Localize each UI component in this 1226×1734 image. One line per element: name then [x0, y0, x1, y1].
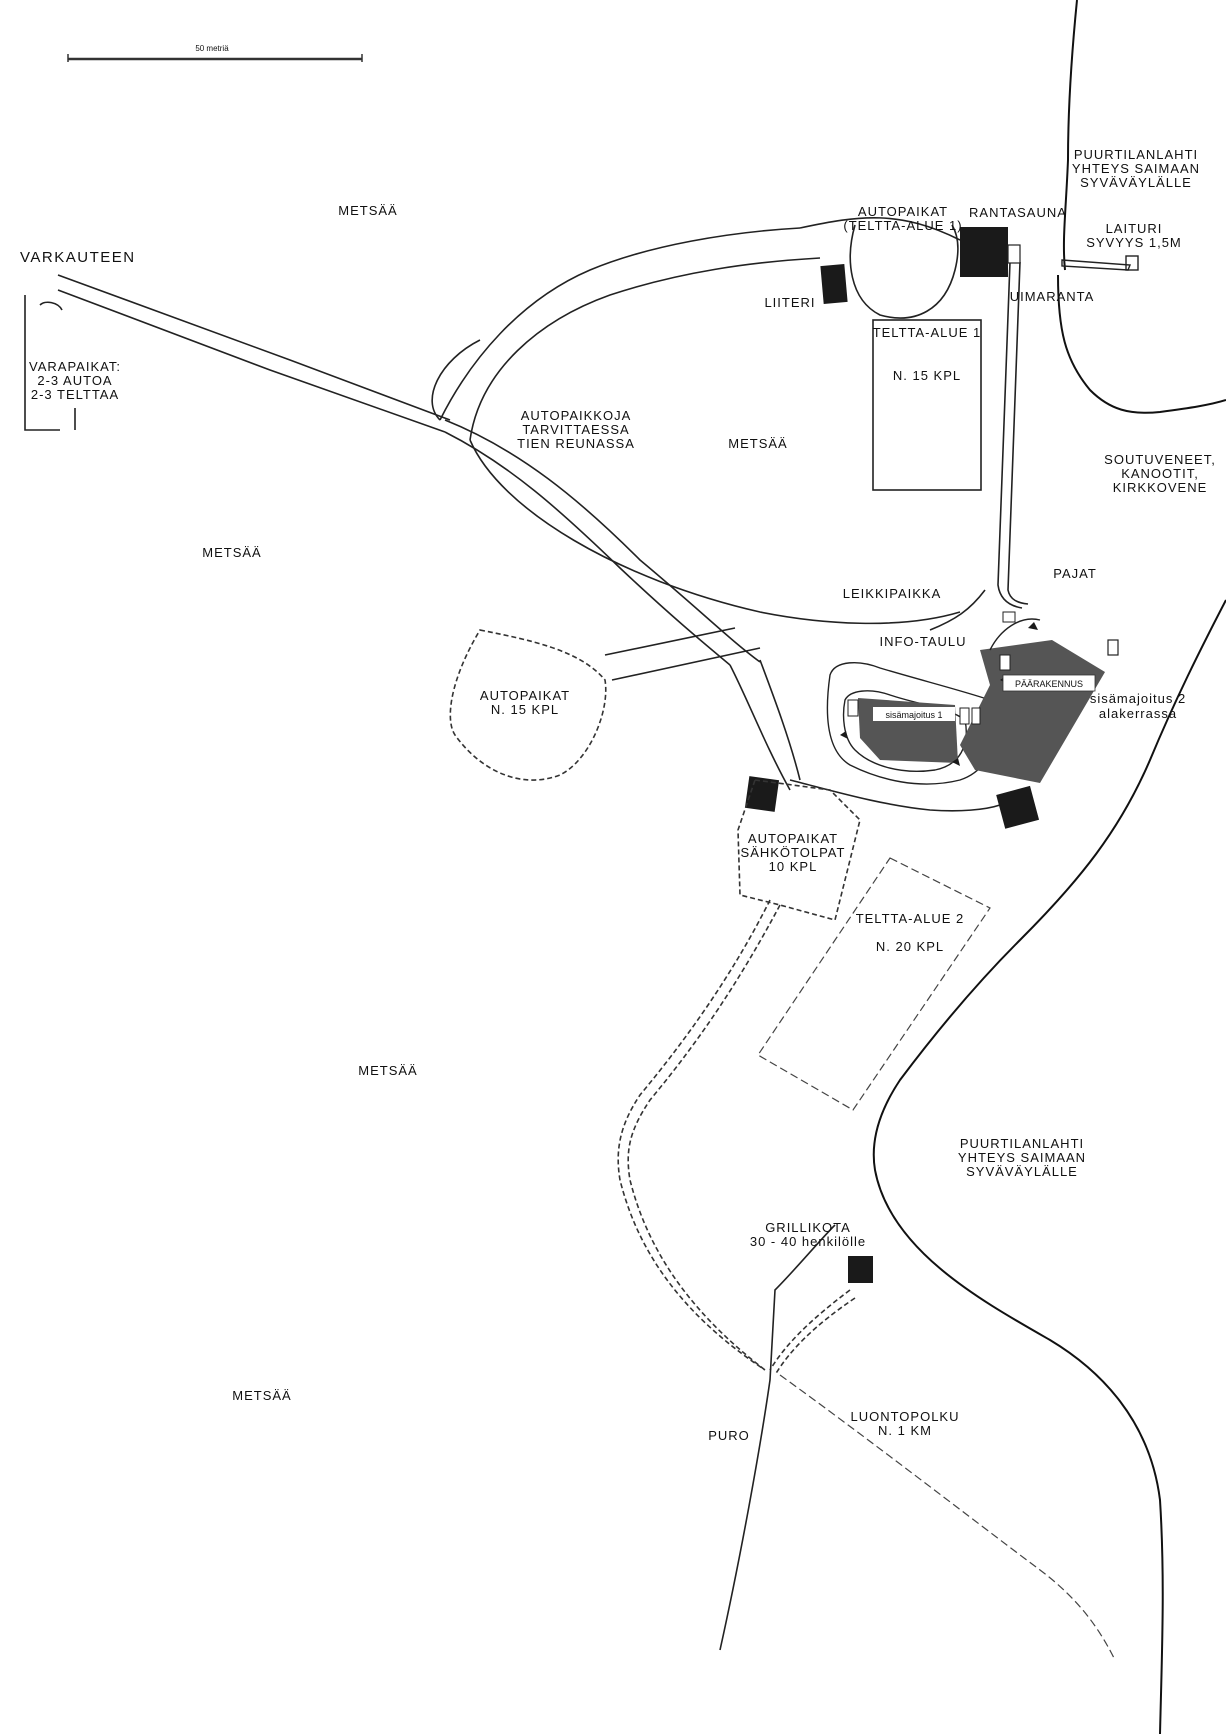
reserve-label-1: VARAPAIKAT: [29, 359, 121, 374]
boats-label-3: KIRKKOVENE [1113, 480, 1208, 495]
stream-label: PURO [708, 1428, 750, 1443]
to-varkaus-label: VARKAUTEEN [20, 249, 136, 266]
bay-low-label-3: SYVÄVÄYLÄLLE [966, 1164, 1078, 1179]
shed-building [820, 264, 848, 304]
indoor-2-label-1: sisämajoitus 2 [1090, 691, 1186, 706]
forest-label-3: METSÄÄ [202, 545, 261, 560]
main-building-label: PÄÄRAKENNUS [1015, 679, 1083, 689]
forest-label-5: METSÄÄ [232, 1388, 291, 1403]
electric-parking-label-2: SÄHKÖTOLPAT [741, 845, 846, 860]
scale-label: 50 metriä [195, 44, 229, 53]
parking-15-label-2: N. 15 KPL [491, 702, 559, 717]
grill-hut-building [848, 1256, 873, 1283]
forest-label-4: METSÄÄ [358, 1063, 417, 1078]
main-building-complex [826, 611, 1119, 785]
stream-line [719, 1224, 836, 1651]
tent-area-2-count: N. 20 KPL [876, 939, 944, 954]
electric-parking-label-3: 10 KPL [769, 859, 818, 874]
scale-bar: 50 metriä [67, 44, 363, 62]
tent-area-2-outline [757, 857, 991, 1111]
electric-parking-building [744, 776, 780, 812]
info-board-label: INFO-TAULU [879, 634, 966, 649]
boats-label-2: KANOOTIT, [1121, 466, 1199, 481]
pier-label-1: LAITURI [1106, 221, 1163, 236]
buildings [744, 227, 1040, 1283]
forest-label-2: METSÄÄ [728, 436, 787, 451]
parking-15-outline [449, 629, 607, 781]
roadside-label-3: TIEN REUNASSA [517, 436, 635, 451]
bay-top-label-3: SYVÄVÄYLÄLLE [1080, 175, 1192, 190]
pier [1061, 255, 1139, 271]
roadside-label-2: TARVITTAESSA [522, 422, 629, 437]
parking-oval [849, 224, 959, 319]
pier-label-2: SYVYYS 1,5M [1086, 235, 1182, 250]
tent-area-1-title: TELTTA-ALUE 1 [873, 325, 982, 340]
parking-15-label-1: AUTOPAIKAT [480, 688, 570, 703]
roads [24, 216, 1029, 812]
trail-label-2: N. 1 KM [878, 1423, 932, 1438]
indoor-2-label-2: alakerrassa [1099, 706, 1177, 721]
beach-sauna-label: RANTASAUNA [969, 205, 1067, 220]
playground-label: LEIKKIPAIKKA [843, 586, 941, 601]
indoor-1-label: sisämajoitus 1 [885, 710, 942, 720]
beach-sauna-building [960, 227, 1008, 277]
bay-low-label-1: PUURTILANLAHTI [960, 1136, 1084, 1151]
electric-parking-outline [737, 779, 861, 921]
bay-top-label-1: PUURTILANLAHTI [1074, 147, 1198, 162]
parking-tent1-label-1: AUTOPAIKAT [858, 204, 948, 219]
electric-parking-label-1: AUTOPAIKAT [748, 831, 838, 846]
workshops-label: PAJAT [1053, 566, 1097, 581]
grey-shed-building [996, 785, 1040, 829]
reserve-label-2: 2-3 AUTOA [37, 373, 112, 388]
reserve-label-3: 2-3 TELTTAA [31, 387, 119, 402]
tent-area-1-count: N. 15 KPL [893, 368, 961, 383]
grill-hut-label-2: 30 - 40 henkilölle [750, 1234, 866, 1249]
labels: METSÄÄ METSÄÄ METSÄÄ METSÄÄ METSÄÄ VARKA… [20, 147, 1216, 1443]
forest-label-1: METSÄÄ [338, 203, 397, 218]
trail-label-1: LUONTOPOLKU [850, 1409, 959, 1424]
shoreline [872, 0, 1226, 1734]
boats-label-1: SOUTUVENEET, [1104, 452, 1216, 467]
parking-tent1-label-2: (TELTTA-ALUE 1) [843, 218, 962, 233]
bay-top-label-2: YHTEYS SAIMAAN [1072, 161, 1200, 176]
grill-hut-label-1: GRILLIKOTA [765, 1220, 851, 1235]
tent-area-2-title: TELTTA-ALUE 2 [856, 911, 965, 926]
roadside-label-1: AUTOPAIKKOJA [521, 408, 632, 423]
tent-area-1-outline [872, 319, 982, 491]
shed-label: LIITERI [764, 295, 815, 310]
swim-beach-label: UIMARANTA [1010, 289, 1095, 304]
trails [617, 899, 1116, 1661]
bay-low-label-2: YHTEYS SAIMAAN [958, 1150, 1086, 1165]
